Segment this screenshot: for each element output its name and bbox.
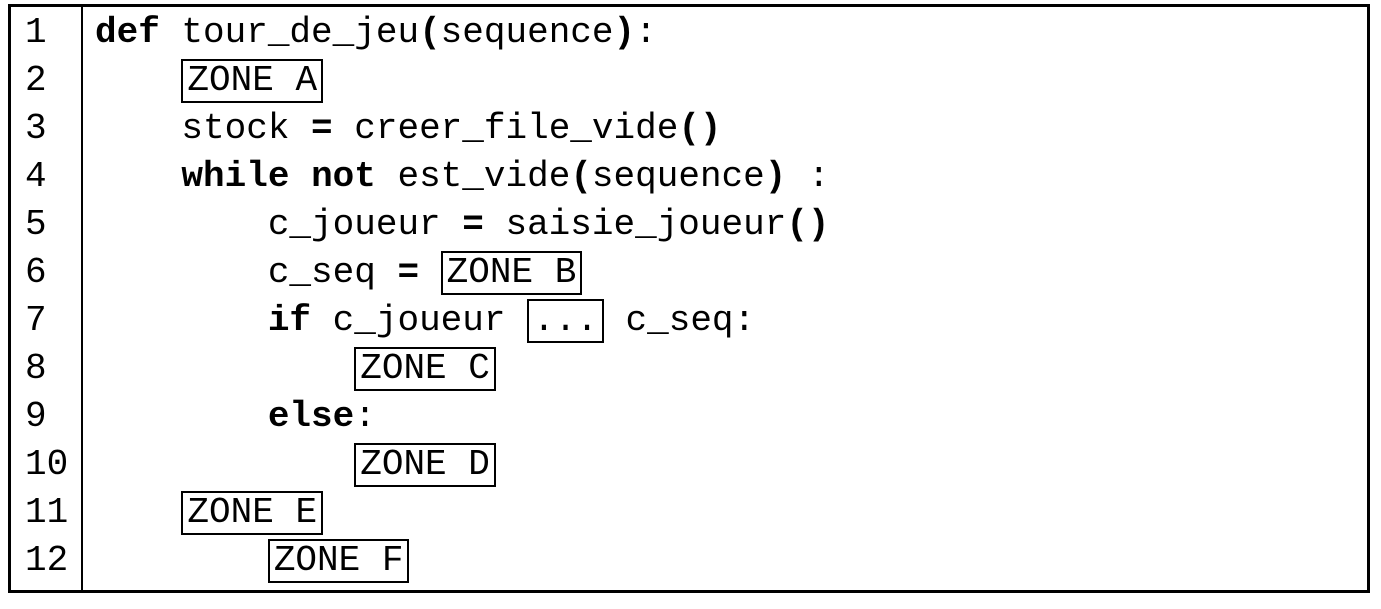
code-token: : (786, 156, 830, 197)
code-token (95, 492, 181, 533)
keyword-token: not (311, 156, 376, 197)
code-line: ZONE A (95, 57, 1367, 105)
code-token: tour_de_jeu (159, 12, 420, 53)
zone-placeholder-box: ... (527, 299, 604, 343)
keyword-token: = (397, 252, 420, 293)
code-line: ZONE E (95, 489, 1367, 537)
code-token (419, 252, 441, 293)
line-number: 11 (25, 492, 69, 533)
code-line: ZONE D (95, 441, 1367, 489)
code-token (95, 60, 181, 101)
zone-placeholder-box: ZONE A (181, 59, 324, 103)
code-token: saisie_joueur (483, 204, 787, 245)
code-line: ZONE F (95, 537, 1367, 585)
code-token: c_joueur (95, 204, 463, 245)
zone-placeholder-box: ZONE C (354, 347, 496, 391)
code-token (95, 540, 268, 581)
keyword-token: = (462, 204, 484, 245)
keyword-token: else (267, 396, 355, 437)
line-number: 9 (25, 396, 47, 437)
code-token (289, 156, 311, 197)
keyword-token: () (678, 108, 722, 149)
keyword-token: = (311, 108, 333, 149)
line-number: 6 (25, 252, 47, 293)
line-number: 1 (25, 12, 47, 53)
code-line: ZONE C (95, 345, 1367, 393)
code-token (95, 396, 268, 437)
zone-placeholder-box: ZONE E (181, 491, 324, 535)
code-line: else: (95, 393, 1367, 441)
line-number: 7 (25, 300, 47, 341)
code-token (95, 348, 354, 389)
code-line: c_joueur = saisie_joueur() (95, 201, 1367, 249)
code-line: c_seq = ZONE B (95, 249, 1367, 297)
keyword-token: def (95, 12, 160, 53)
line-number: 4 (25, 156, 47, 197)
code-token: : (635, 12, 657, 53)
line-number: 12 (25, 540, 69, 581)
keyword-token: ) (764, 156, 787, 197)
code-token: creer_file_vide (332, 108, 679, 149)
line-number: 3 (25, 108, 47, 149)
zone-placeholder-box: ZONE D (354, 443, 496, 487)
code-token: stock (95, 108, 312, 149)
code-line: while not est_vide(sequence) : (95, 153, 1367, 201)
code-token: : (354, 396, 376, 437)
code-line: def tour_de_jeu(sequence): (95, 9, 1367, 57)
code-column: def tour_de_jeu(sequence): ZONE A stock … (83, 7, 1367, 590)
code-token: sequence (591, 156, 765, 197)
zone-placeholder-box: ZONE F (267, 539, 410, 583)
code-token: c_seq: (603, 300, 756, 341)
code-token (95, 444, 354, 485)
code-token (95, 156, 181, 197)
keyword-token: () (786, 204, 830, 245)
code-token (95, 300, 268, 341)
line-number: 8 (25, 348, 47, 389)
code-line: if c_joueur ... c_seq: (95, 297, 1367, 345)
line-number: 5 (25, 204, 47, 245)
code-token: est_vide (375, 156, 571, 197)
keyword-token: ) (613, 12, 636, 53)
code-token: c_joueur (311, 300, 528, 341)
keyword-token: if (267, 300, 312, 341)
keyword-token: while (181, 156, 290, 197)
code-token: c_seq (95, 252, 398, 293)
line-number: 10 (25, 444, 69, 485)
code-line: stock = creer_file_vide() (95, 105, 1367, 153)
code-token: sequence (440, 12, 614, 53)
line-number: 2 (25, 60, 47, 101)
keyword-token: ( (570, 156, 592, 197)
keyword-token: ( (419, 12, 441, 53)
zone-placeholder-box: ZONE B (440, 251, 583, 295)
